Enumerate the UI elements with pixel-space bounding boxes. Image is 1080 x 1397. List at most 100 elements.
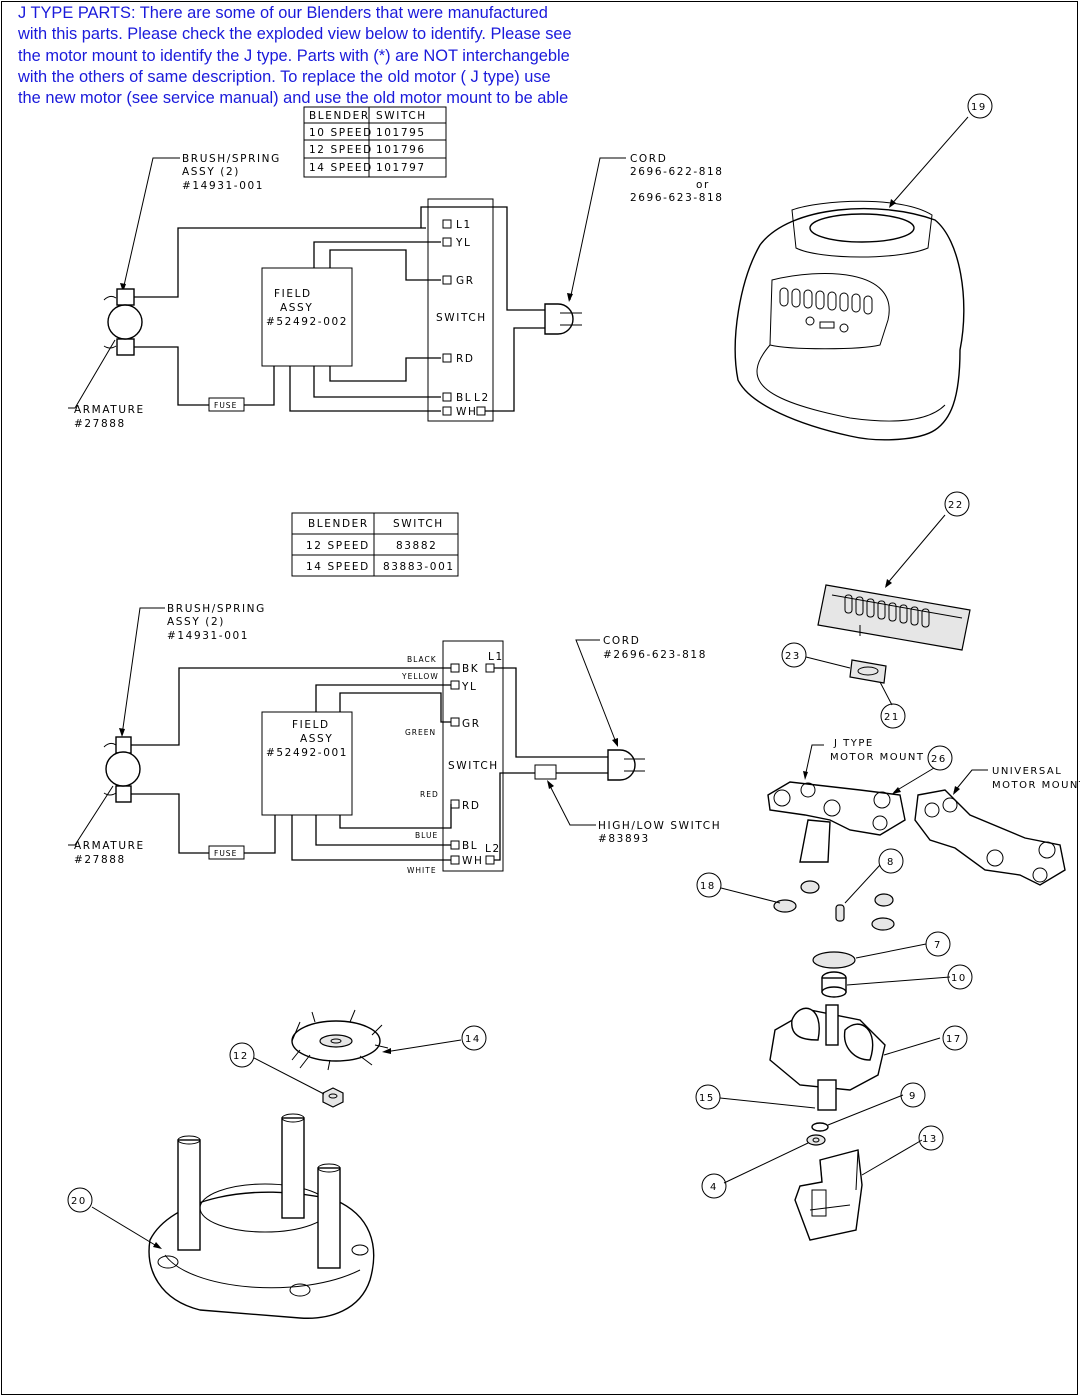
- callout-number: 17: [946, 1034, 962, 1045]
- blender-base-bottom: [148, 1113, 375, 1319]
- wiring-diagram-1: BLENDER SWITCH 10 SPEED 101795 12 SPEED …: [68, 106, 724, 430]
- terminal-label: RD: [462, 800, 481, 812]
- callout-number: 19: [971, 102, 987, 113]
- cord-label: CORD: [603, 635, 640, 647]
- table-header: SWITCH: [376, 110, 427, 122]
- brush-label: BRUSH/SPRING: [167, 603, 266, 615]
- callout-number: 18: [700, 881, 716, 892]
- callout-number: 14: [465, 1034, 481, 1045]
- j-type-label: MOTOR MOUNT: [830, 752, 925, 763]
- intro-line: the new motor (see service manual) and u…: [18, 89, 569, 108]
- motor-assembly: [769, 1004, 886, 1111]
- callout-number: 10: [951, 973, 967, 984]
- callout-number: 23: [785, 651, 801, 662]
- armature-label: #27888: [74, 854, 126, 866]
- callout-number: 22: [948, 500, 964, 511]
- blender-base-housing: [734, 200, 965, 441]
- fuse-label: FUSE: [214, 849, 237, 858]
- callout-number: 8: [887, 857, 895, 868]
- table-cell: 12 SPEED: [309, 144, 373, 156]
- terminal-label: L2: [474, 392, 490, 404]
- brush-label: #14931-001: [182, 180, 264, 192]
- field-label: ASSY: [280, 302, 313, 314]
- terminal-label: YL: [461, 681, 477, 693]
- exploded-view: J TYPE MOTOR MOUNT UNIVERSAL MOTOR MOUNT: [67, 93, 1080, 1319]
- armature-label: ARMATURE: [74, 404, 145, 416]
- switch-label: SWITCH: [448, 760, 499, 772]
- terminal-label: L1: [456, 219, 472, 231]
- armature-label: ARMATURE: [74, 840, 145, 852]
- hilo-switch-label: HIGH/LOW SWITCH: [598, 820, 721, 832]
- intro-paragraph: J TYPE PARTS: There are some of our Blen…: [18, 3, 648, 109]
- table-cell: 14 SPEED: [309, 162, 373, 174]
- universal-label: MOTOR MOUNT: [992, 780, 1080, 791]
- field-assy-1: [261, 267, 353, 367]
- switch-block-1: [427, 198, 494, 422]
- washers: [806, 1122, 829, 1146]
- brush-label: ASSY (2): [167, 616, 225, 628]
- switch-terminals-2: BK L1 YL GR RD BL L2 WH: [450, 651, 504, 867]
- callout-number: 7: [934, 940, 942, 951]
- switch-table-2: BLENDER SWITCH 12 SPEED 83882 14 SPEED 8…: [291, 512, 459, 577]
- hilo-switch-label: #83893: [598, 833, 650, 845]
- intro-line: with the others of same description. To …: [18, 67, 551, 86]
- terminal-label: BK: [462, 663, 479, 675]
- wire-color-label: GREEN: [405, 728, 436, 737]
- cord-label: 2696-623-818: [630, 192, 724, 204]
- callout-circles: 19 22 23 21 26 8 18 7 10 17 9 15 13 4 14…: [67, 93, 993, 1213]
- intro-line: with this parts. Please check the explod…: [18, 25, 572, 44]
- terminal-label: YL: [455, 237, 471, 249]
- table-header: BLENDER: [308, 518, 369, 530]
- cord-label: CORD: [630, 153, 667, 165]
- brush-label: #14931-001: [167, 630, 249, 642]
- field-label: FIELD: [292, 719, 330, 731]
- callout-number: 4: [710, 1182, 718, 1193]
- callout-number: 9: [909, 1091, 917, 1102]
- callout-number: 13: [922, 1134, 938, 1145]
- grommets: [773, 880, 895, 931]
- intro-line: J TYPE PARTS: There are some of our Blen…: [18, 4, 548, 22]
- fan-blade: [291, 1009, 389, 1071]
- fuse-label: FUSE: [214, 401, 237, 410]
- terminal-label: GR: [456, 275, 475, 287]
- wiring-diagram-2: BLENDER SWITCH 12 SPEED 83882 14 SPEED 8…: [68, 512, 721, 875]
- j-type-label: J TYPE: [833, 738, 874, 749]
- nut-part: [322, 1087, 344, 1108]
- slide-switch-part: [849, 659, 887, 684]
- universal-motor-mount: [914, 789, 1066, 886]
- terminal-label: GR: [462, 718, 481, 730]
- terminal-label: BL: [456, 392, 472, 404]
- j-type-motor-mount: [767, 781, 906, 863]
- speed-buttons: [779, 287, 873, 315]
- wire-color-label: RED: [420, 790, 439, 799]
- callout-number: 26: [931, 754, 947, 765]
- callout-number: 20: [71, 1196, 87, 1207]
- terminal-label: WH: [462, 855, 483, 867]
- control-panel-insert: [817, 584, 971, 651]
- cord-label: #2696-623-818: [603, 649, 707, 661]
- terminal-label: RD: [456, 353, 475, 365]
- field-label: ASSY: [300, 733, 333, 745]
- armature-label: #27888: [74, 418, 126, 430]
- terminal-label: L1: [488, 651, 504, 663]
- table-cell: 12 SPEED: [306, 540, 370, 552]
- intro-line: the motor mount to identify the J type. …: [18, 46, 570, 65]
- wire-color-label: BLACK: [407, 655, 437, 664]
- table-cell: 101795: [376, 127, 426, 139]
- brush-label: BRUSH/SPRING: [182, 153, 281, 165]
- wire-color-label: YELLOW: [401, 672, 439, 681]
- table-cell: 14 SPEED: [306, 561, 370, 573]
- field-label: #52492-001: [266, 747, 348, 759]
- callout-number: 12: [233, 1051, 249, 1062]
- switch-block-2: [442, 640, 504, 872]
- switch-table-1: BLENDER SWITCH 10 SPEED 101795 12 SPEED …: [303, 106, 447, 178]
- motor-armature: [103, 288, 143, 356]
- switch-label: SWITCH: [436, 312, 487, 324]
- callout-number: 15: [699, 1093, 715, 1104]
- coupler-parts: [812, 951, 856, 998]
- cord-label: 2696-622-818: [630, 166, 724, 178]
- table-header: BLENDER: [309, 110, 370, 122]
- callout-number: 21: [884, 712, 900, 723]
